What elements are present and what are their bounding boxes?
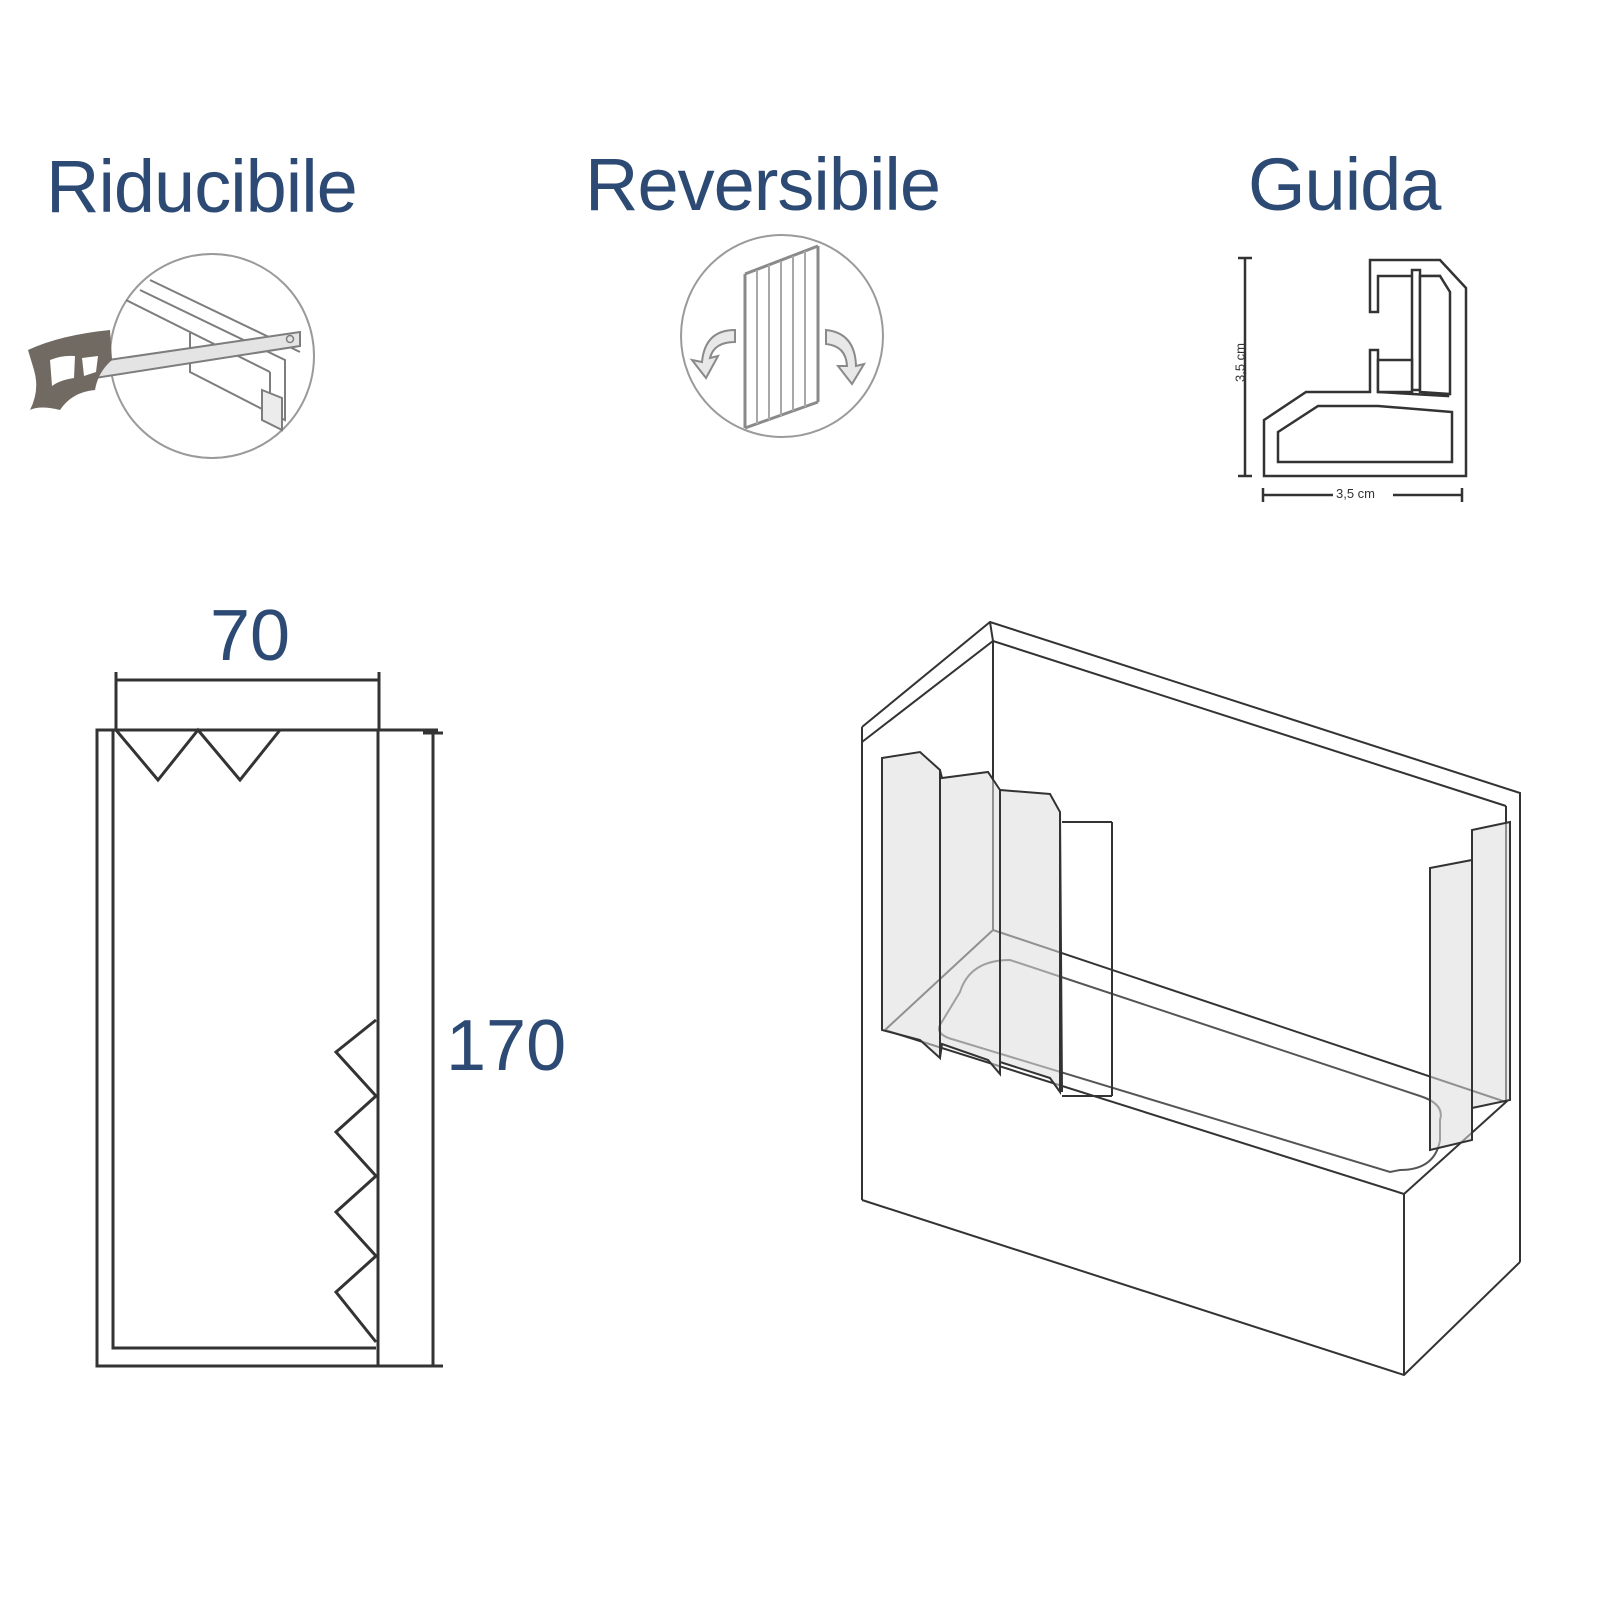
title-guide: Guida — [1248, 143, 1441, 226]
guide-width-label: 3,5 cm — [1336, 486, 1376, 501]
panel-width-label: 70 — [210, 596, 291, 676]
title-reversible: Reversibile — [585, 143, 941, 226]
title-reducible: Riducibile — [46, 145, 358, 228]
panel-height-label: 170 — [446, 1006, 567, 1086]
guide-height-label: 3,5 cm — [1232, 343, 1248, 383]
